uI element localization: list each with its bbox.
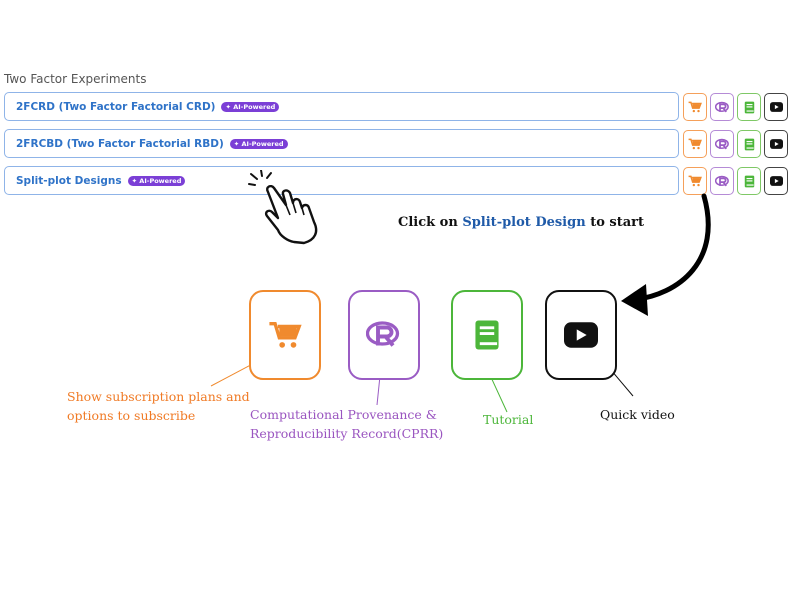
curved-arrow-head: [621, 284, 648, 316]
video-large-button[interactable]: [545, 290, 617, 380]
ai-powered-badge: ✦ AI-Powered: [229, 138, 288, 149]
book-icon: [744, 138, 754, 150]
subscribe-annotation: Show subscription plans and options to s…: [67, 387, 250, 425]
book-icon: [744, 101, 754, 113]
youtube-play-icon: [564, 322, 598, 348]
cprr-button[interactable]: [710, 167, 734, 195]
youtube-play-icon: [769, 102, 783, 112]
subscribe-button[interactable]: [683, 167, 707, 195]
r-logo-icon: [714, 175, 729, 186]
video-button[interactable]: [764, 93, 788, 121]
book-icon: [475, 320, 499, 350]
instruction-suffix: to start: [585, 215, 645, 230]
experiment-label: Split-plot Designs: [16, 174, 122, 187]
cart-icon: [688, 175, 702, 187]
cprr-large-button[interactable]: [348, 290, 420, 380]
tutorial-annotation: Tutorial: [483, 412, 534, 427]
subscribe-annotation-line-2: options to subscribe: [67, 408, 196, 423]
r-logo-icon: [714, 101, 729, 112]
book-icon: [744, 175, 754, 187]
subscribe-annotation-line-1: Show subscription plans and: [67, 389, 250, 404]
cprr-button[interactable]: [710, 93, 734, 121]
pointing-hand-icon: [248, 170, 318, 245]
cprr-annotation: Computational Provenance & Reproducibili…: [250, 405, 443, 443]
instruction-highlight: Split-plot Design: [462, 215, 586, 230]
subscribe-button[interactable]: [683, 130, 707, 158]
video-annotation: Quick video: [600, 407, 675, 422]
cart-icon: [688, 101, 702, 113]
experiment-label: 2FRCBD (Two Factor Factorial RBD): [16, 137, 224, 150]
experiment-row-2frcbd[interactable]: 2FRCBD (Two Factor Factorial RBD) ✦ AI-P…: [4, 129, 679, 158]
experiment-row-2fcrd[interactable]: 2FCRD (Two Factor Factorial CRD) ✦ AI-Po…: [4, 92, 679, 121]
youtube-play-icon: [769, 176, 783, 186]
instruction-prefix: Click on: [398, 215, 463, 230]
r-logo-icon: [366, 321, 400, 347]
experiment-row-split-plot[interactable]: Split-plot Designs ✦ AI-Powered: [4, 166, 679, 195]
cart-icon: [269, 321, 302, 348]
cprr-button[interactable]: [710, 130, 734, 158]
tutorial-large-button[interactable]: [451, 290, 523, 380]
youtube-play-icon: [769, 139, 783, 149]
r-logo-icon: [714, 138, 729, 149]
cart-icon: [688, 138, 702, 150]
tutorial-button[interactable]: [737, 167, 761, 195]
ai-powered-badge: ✦ AI-Powered: [127, 175, 186, 186]
section-title: Two Factor Experiments: [4, 72, 147, 86]
curved-arrow: [629, 193, 711, 303]
video-button[interactable]: [764, 167, 788, 195]
tutorial-button[interactable]: [737, 93, 761, 121]
video-button[interactable]: [764, 130, 788, 158]
subscribe-large-button[interactable]: [249, 290, 321, 380]
ai-powered-badge: ✦ AI-Powered: [221, 101, 280, 112]
experiment-label: 2FCRD (Two Factor Factorial CRD): [16, 100, 216, 113]
instruction-text: Click on Split-plot Design to start: [398, 215, 644, 230]
cprr-annotation-line-1: Computational Provenance &: [250, 407, 437, 422]
cprr-annotation-line-2: Reproducibility Record(CPRR): [250, 426, 444, 441]
tutorial-button[interactable]: [737, 130, 761, 158]
subscribe-button[interactable]: [683, 93, 707, 121]
